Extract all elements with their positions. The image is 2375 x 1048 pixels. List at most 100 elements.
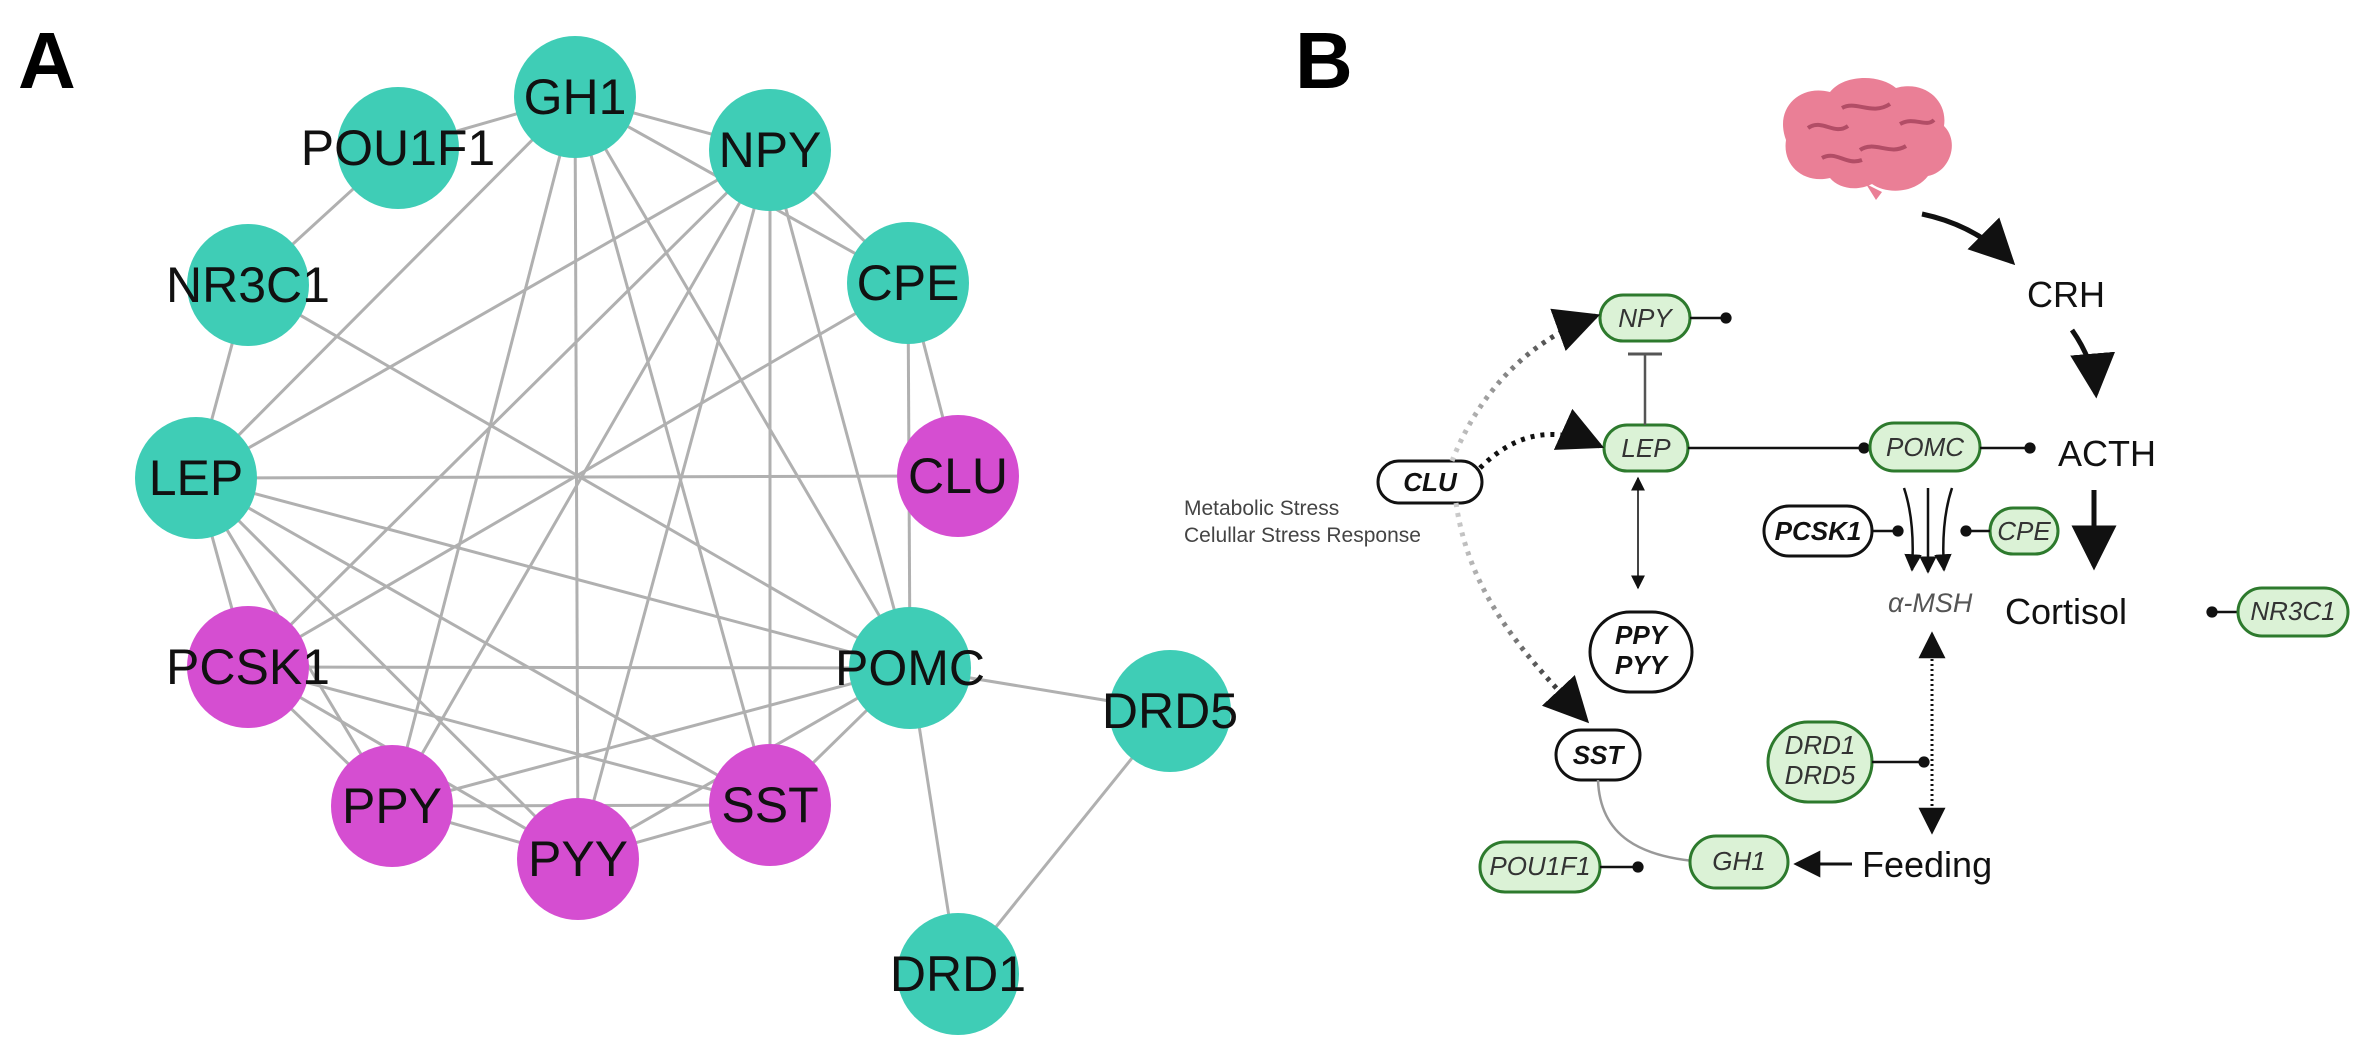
node-circle (517, 798, 639, 920)
svg-text:PPY: PPY (1615, 620, 1670, 650)
edge-lep-pomc (195, 476, 911, 670)
panel-a-letter: A (18, 16, 76, 105)
node-label: GH1 (524, 69, 627, 125)
node-label: DRD5 (1102, 683, 1238, 739)
clu-to-sst-arrow (1453, 502, 1590, 724)
node-gh1: GH1 (514, 36, 636, 158)
svg-text:SST: SST (1573, 740, 1626, 770)
svg-text:PYY: PYY (1615, 650, 1670, 680)
acth-label: ACTH (2058, 433, 2156, 474)
svg-text:PCSK1: PCSK1 (1775, 516, 1862, 546)
svg-text:POMC: POMC (1886, 432, 1964, 462)
pill-lep: LEP (1602, 423, 1690, 473)
svg-text:GH1: GH1 (1712, 846, 1765, 876)
pill-nr3c1: NR3C1 (2236, 586, 2350, 638)
edge-pcsk1-sst (247, 665, 771, 807)
pill-npy: NPY (1598, 293, 1692, 343)
edge-gh1-pomc (573, 96, 912, 669)
node-nr3c1: NR3C1 (166, 224, 330, 346)
pill-pou1f1: POU1F1 (1478, 840, 1602, 894)
svg-text:CPE: CPE (1997, 516, 2051, 546)
edge-lep-sst (195, 476, 771, 807)
node-lep: LEP (135, 417, 257, 539)
node-label: NPY (719, 122, 822, 178)
svg-text:POU1F1: POU1F1 (1489, 851, 1590, 881)
svg-text:LEP: LEP (1621, 433, 1671, 463)
brain-icon (1783, 77, 1952, 200)
pomc-to-msh-arrow-right (1934, 487, 1954, 572)
svg-text:DRD5: DRD5 (1785, 760, 1856, 790)
pill-pomc: POMC (1868, 421, 1982, 473)
node-circle (1109, 650, 1231, 772)
clu-note-cellular: Celullar Stress Response (1184, 524, 1421, 547)
svg-text:CLU: CLU (1403, 467, 1458, 497)
pill-ppy-pyy: PPY PYY (1588, 610, 1694, 694)
svg-text:NPY: NPY (1618, 303, 1673, 333)
feeding-label: Feeding (1862, 844, 1992, 885)
node-circle (331, 745, 453, 867)
node-sst: SST (709, 744, 831, 866)
node-circle (337, 87, 459, 209)
edge-gh1-lep (194, 95, 577, 480)
edge-lep-clu (195, 474, 959, 480)
node-label: NR3C1 (166, 257, 330, 313)
node-label: PPY (342, 778, 442, 834)
node-circle (135, 417, 257, 539)
edge-npy-pyy (576, 149, 772, 860)
panel-b-letter: B (1295, 16, 1353, 105)
node-label: SST (721, 777, 818, 833)
brain-to-crh-arrow (1921, 211, 2016, 266)
node-circle (187, 224, 309, 346)
pill-pcsk1: PCSK1 (1762, 504, 1874, 558)
crh-label: CRH (2027, 274, 2105, 315)
node-circle (897, 913, 1019, 1035)
node-label: CPE (857, 255, 960, 311)
panel-b: B CRH ACTH Cortisol NPY LEP (1184, 16, 2350, 894)
clu-to-lep-arrow (1478, 408, 1605, 470)
pill-gh1: GH1 (1688, 834, 1790, 890)
pill-drd1-drd5: DRD1 DRD5 (1766, 720, 1874, 804)
node-label: CLU (908, 448, 1008, 504)
clu-note-metabolic: Metabolic Stress (1184, 497, 1339, 520)
node-label: PYY (528, 831, 628, 887)
edge-npy-lep (195, 148, 771, 480)
edge-gh1-ppy (390, 96, 577, 807)
node-label: DRD1 (890, 946, 1026, 1002)
node-cpe: CPE (847, 222, 969, 344)
node-circle (709, 89, 831, 211)
edge-pcsk1-pomc (247, 665, 911, 670)
edge-npy-pomc (768, 149, 912, 669)
cortisol-label: Cortisol (2005, 591, 2127, 632)
node-label: LEP (149, 450, 244, 506)
sst-inhibits-gh1 (1596, 779, 1707, 864)
edge-npy-pcsk1 (246, 148, 772, 669)
node-ppy: PPY (331, 745, 453, 867)
node-npy: NPY (709, 89, 831, 211)
node-label: POU1F1 (301, 120, 496, 176)
node-drd5: DRD5 (1102, 650, 1238, 772)
node-label: POMC (835, 640, 985, 696)
svg-text:NR3C1: NR3C1 (2250, 596, 2335, 626)
pill-sst: SST (1554, 728, 1642, 782)
node-pomc: POMC (835, 607, 985, 729)
node-pcsk1: PCSK1 (166, 606, 330, 728)
svg-text:DRD1: DRD1 (1785, 730, 1856, 760)
node-drd1: DRD1 (890, 913, 1026, 1035)
alpha-msh-label: α-MSH (1888, 588, 1973, 618)
crh-to-acth-arrow (2069, 328, 2116, 399)
node-clu: CLU (897, 415, 1019, 537)
node-pyy: PYY (517, 798, 639, 920)
node-circle (849, 607, 971, 729)
node-label: PCSK1 (166, 639, 330, 695)
node-circle (187, 606, 309, 728)
node-circle (897, 415, 1019, 537)
pill-cpe: CPE (1988, 506, 2060, 556)
node-circle (847, 222, 969, 344)
network-edges (194, 95, 1172, 975)
node-pou1f1: POU1F1 (301, 87, 496, 209)
node-circle (709, 744, 831, 866)
node-circle (514, 36, 636, 158)
